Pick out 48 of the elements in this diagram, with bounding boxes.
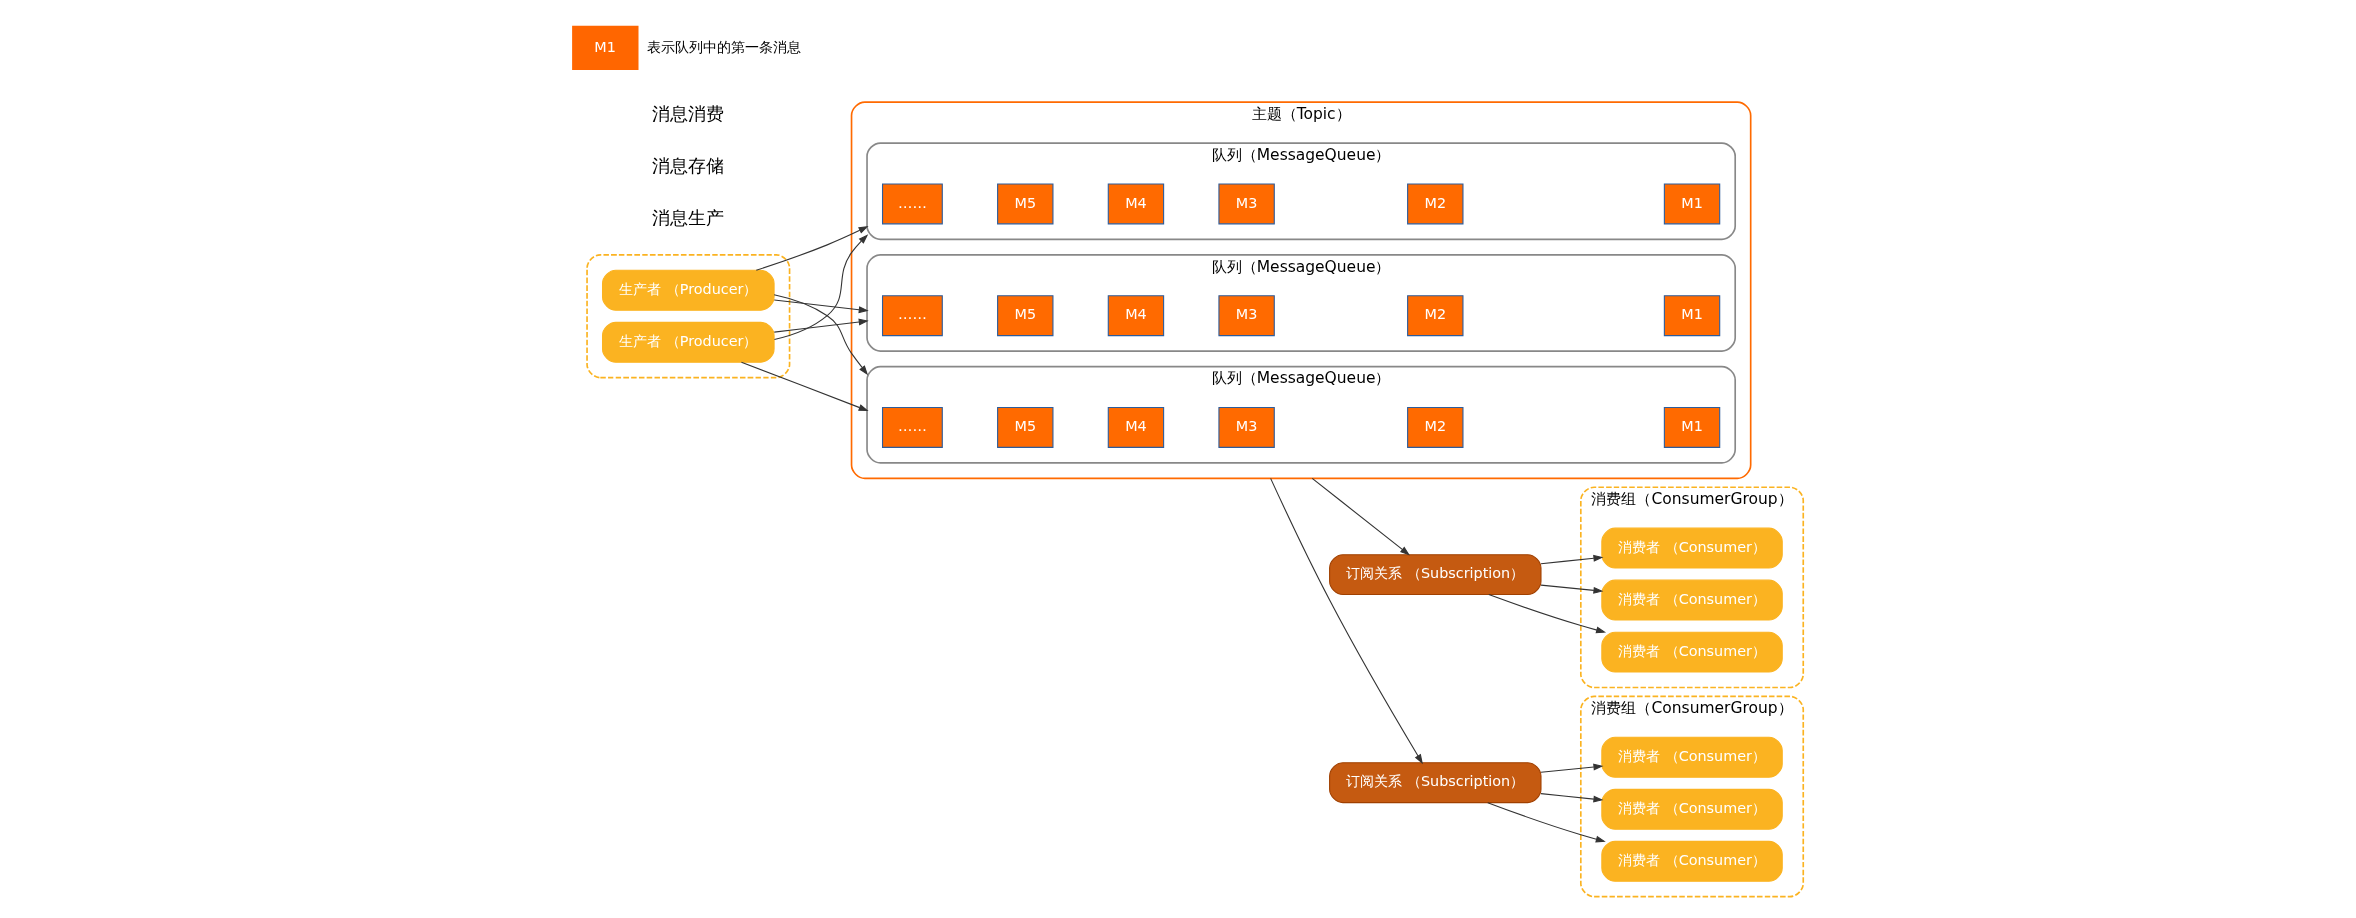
- label: 消息存储: [652, 155, 725, 176]
- node-box: 消费者 （Consumer）: [1601, 736, 1783, 778]
- label: M1: [594, 38, 616, 55]
- node-box: M4: [1107, 407, 1165, 448]
- node-box: M1: [1663, 407, 1721, 448]
- label: 消息生产: [652, 207, 725, 228]
- node-box: M3: [1218, 295, 1275, 337]
- node-box: 订阅关系 （Subscription）: [1329, 554, 1542, 596]
- node-box: ……: [881, 407, 943, 448]
- arrow: [1540, 584, 1604, 594]
- arrow: [740, 361, 869, 412]
- arrow: [773, 318, 869, 333]
- node-box: 生产者 （Producer）: [602, 269, 775, 311]
- arrow: [1488, 594, 1607, 634]
- arrow: [755, 226, 869, 271]
- node-box: 消费者 （Consumer）: [1601, 788, 1783, 830]
- arrow: [1540, 793, 1604, 803]
- node-box: M2: [1407, 183, 1464, 225]
- arrow: [1311, 477, 1410, 556]
- arrow: [1270, 477, 1423, 765]
- cluster: [586, 254, 791, 379]
- arrow: [1540, 763, 1604, 773]
- arrow: [773, 294, 869, 376]
- node-box: 消费者 （Consumer）: [1601, 527, 1783, 569]
- node-box: M2: [1407, 295, 1464, 337]
- node-box: 生产者 （Producer）: [602, 321, 775, 363]
- node-box: 消费者 （Consumer）: [1601, 579, 1783, 621]
- node-box: M1: [1663, 183, 1721, 225]
- arrow: [1540, 554, 1604, 565]
- node-box: 消费者 （Consumer）: [1601, 840, 1783, 882]
- arrow: [773, 234, 869, 341]
- node-box: M2: [1407, 407, 1464, 448]
- node-box: M5: [997, 183, 1054, 225]
- node-box: 消费者 （Consumer）: [1601, 631, 1783, 673]
- node-box: 订阅关系 （Subscription）: [1329, 762, 1542, 804]
- node-box: M3: [1218, 407, 1275, 448]
- arrow: [773, 299, 869, 314]
- legend-label: 表示队列中的第一条消息: [647, 38, 802, 55]
- node-box: ……: [881, 183, 943, 225]
- node-box: M5: [997, 407, 1054, 448]
- node-box: M5: [997, 295, 1054, 337]
- node-box: M4: [1107, 183, 1165, 225]
- node-box: M3: [1218, 183, 1275, 225]
- node-box: ……: [881, 295, 943, 337]
- label: 消息消费: [652, 103, 725, 124]
- arrow: [1487, 802, 1606, 843]
- node-box: M1: [1663, 295, 1721, 337]
- node-box: M4: [1107, 295, 1165, 337]
